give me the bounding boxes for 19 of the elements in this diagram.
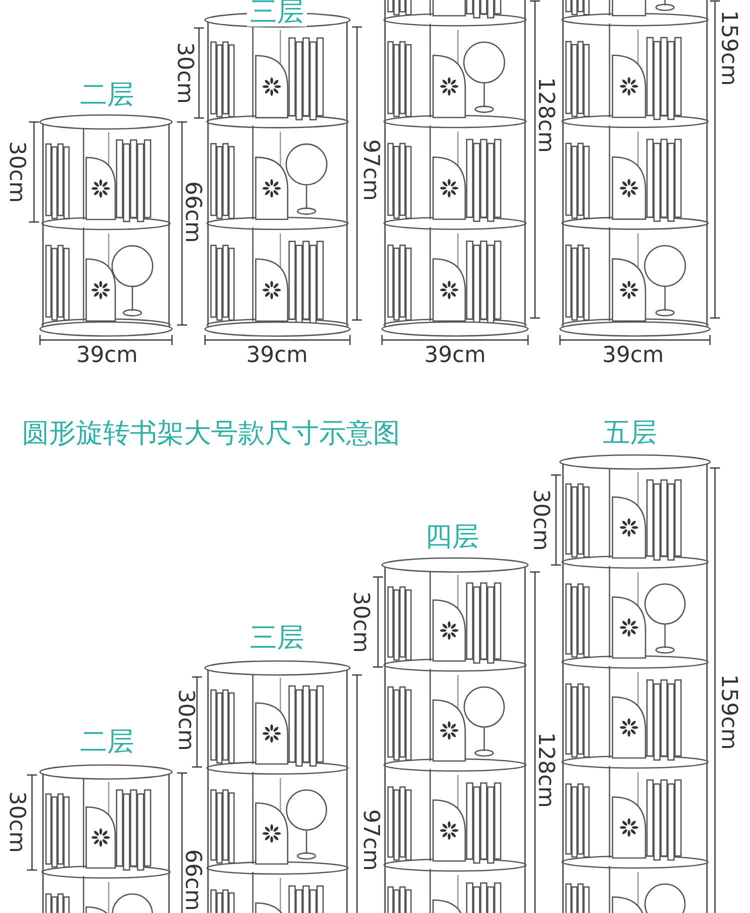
title: 圆形旋转书架大号款尺寸示意图 [22, 420, 400, 447]
dimension-label: 66cm [181, 849, 203, 911]
dimension-label: 30cm [173, 42, 195, 104]
dimension-label: 97cm [359, 139, 381, 201]
dimension-label: 66cm [181, 181, 203, 243]
dimension-label: 39cm [424, 345, 486, 367]
dimension-label: 30cm [5, 791, 27, 853]
dimension-label: 128cm [534, 77, 556, 153]
dimension-label: 97cm [359, 809, 381, 871]
dimension-label: 30cm [174, 689, 196, 751]
dimension-label: 159cm [717, 674, 739, 750]
dimension-label: 30cm [349, 591, 371, 653]
dimension-label: 159cm [717, 10, 739, 86]
dimension-label: 39cm [76, 345, 138, 367]
dimension-label: 39cm [602, 345, 664, 367]
dimension-label: 39cm [246, 345, 308, 367]
dimension-label: 30cm [5, 141, 27, 203]
dimension-label: 30cm [529, 489, 551, 551]
dimension-label: 128cm [534, 732, 556, 808]
